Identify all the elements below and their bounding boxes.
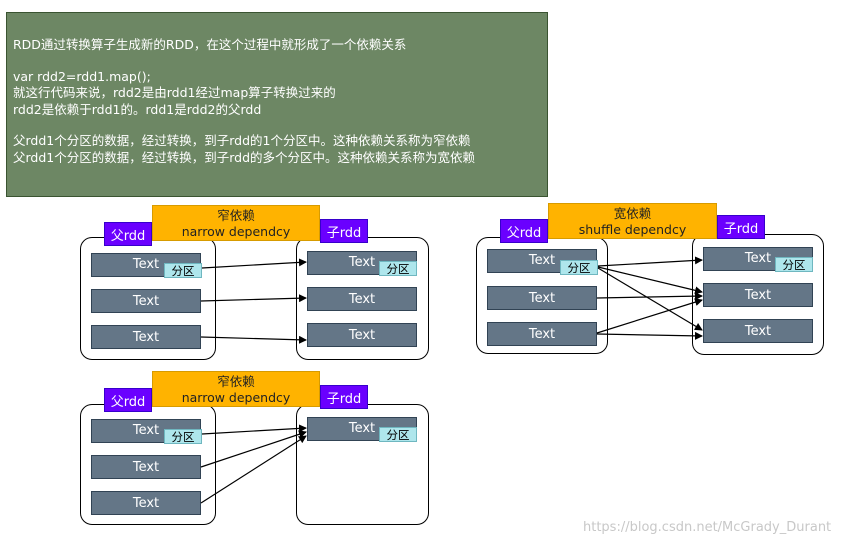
d1-title: 窄依赖 xyxy=(217,208,255,223)
block-label: Text xyxy=(132,423,160,438)
d1-child-tag: 子rdd xyxy=(320,219,368,243)
d2-child-block-3: Text xyxy=(703,319,813,343)
d3-parent-tag: 父rdd xyxy=(104,388,152,412)
d2-arrow-1b xyxy=(597,266,703,295)
d1-parent-block-3: Text xyxy=(91,325,201,349)
d2-arrow-1c xyxy=(597,267,703,331)
d2-parent-tag: 父rdd xyxy=(500,219,548,243)
block-label: Text xyxy=(132,293,160,309)
d3-arrow-2 xyxy=(200,430,307,468)
d1-arrow-2 xyxy=(200,294,307,303)
block-label: Text xyxy=(348,421,376,436)
d1-child-partition: 分区 xyxy=(379,261,417,276)
block-label: Text xyxy=(744,323,772,339)
note-line-4: rdd2是依赖于rdd1的。rdd1是rdd2的父rdd xyxy=(13,101,262,117)
note-line-5: 父rdd1个分区的数据，经过转换，到子rdd的1个分区中。这种依赖关系称为窄依赖 xyxy=(13,133,471,148)
block-label: Text xyxy=(348,327,376,343)
d3-title: 窄依赖 xyxy=(217,374,255,389)
d2-parent-partition: 分区 xyxy=(560,260,598,275)
d3-parent-block-3: Text xyxy=(91,491,201,515)
block-label: Text xyxy=(348,291,376,307)
d3-parent-block-1: Text xyxy=(91,419,201,443)
d1-parent-partition: 分区 xyxy=(164,263,202,278)
d2-arrow-3b xyxy=(596,331,703,340)
d2-arrow-1a xyxy=(597,256,703,267)
d2-subtitle: shuffle dependcy xyxy=(578,222,687,237)
d1-subtitle: narrow dependcy xyxy=(181,224,291,239)
d2-title: 宽依赖 xyxy=(613,206,652,221)
d1-child-block-2: Text xyxy=(307,287,417,311)
block-label: Text xyxy=(348,255,376,270)
block-label: Text xyxy=(528,290,556,306)
d1-parent-block-2: Text xyxy=(91,289,201,313)
d2-child-partition: 分区 xyxy=(775,257,813,272)
d2-parent-block-3: Text xyxy=(487,322,597,346)
d2-child-tag: 子rdd xyxy=(717,215,765,239)
d1-parent-tag: 父rdd xyxy=(104,222,152,246)
d3-subtitle: narrow dependcy xyxy=(181,390,291,405)
watermark: https://blog.csdn.net/McGrady_Durant xyxy=(583,520,832,535)
d2-arrow-3a xyxy=(596,298,703,334)
block-label: Text xyxy=(132,459,160,475)
d3-parent-partition: 分区 xyxy=(164,429,202,444)
note-line-2: var rdd2=rdd1.map(); xyxy=(13,68,151,84)
d2-parent-block-2: Text xyxy=(487,286,597,310)
block-label: Text xyxy=(528,253,556,268)
note-line-1: RDD通过转换算子生成新的RDD，在这个过程中就形成了一个依赖关系 xyxy=(13,37,407,52)
d3-arrow-1 xyxy=(201,424,307,435)
note-line-3: 就这行代码来说，rdd2是由rdd1经过map算子转换过来的 xyxy=(13,85,336,100)
block-label: Text xyxy=(528,326,556,342)
block-label: Text xyxy=(744,287,772,303)
explanation-note: RDD通过转换算子生成新的RDD，在这个过程中就形成了一个依赖关系 var rd… xyxy=(6,12,548,197)
d1-arrow-3 xyxy=(200,335,307,344)
d2-parent-block-1: Text xyxy=(487,249,597,273)
block-label: Text xyxy=(132,329,160,345)
d2-banner: 宽依赖 shuffle dependcy xyxy=(548,203,717,239)
d2-child-block-2: Text xyxy=(703,283,813,307)
d3-parent-block-2: Text xyxy=(91,455,201,479)
d3-arrow-3 xyxy=(200,435,307,504)
d1-child-block-3: Text xyxy=(307,323,417,347)
block-label: Text xyxy=(132,495,160,511)
d3-child-partition: 分区 xyxy=(379,427,417,442)
d1-banner: 窄依赖 narrow dependcy xyxy=(152,205,320,241)
d2-arrow-2a xyxy=(596,292,703,301)
block-label: Text xyxy=(744,251,772,266)
block-label: Text xyxy=(132,257,160,272)
d3-banner: 窄依赖 narrow dependcy xyxy=(152,371,320,407)
note-line-6: 父rdd1个分区的数据，经过转换，到子rdd的多个分区中。这种依赖关系称为宽依赖 xyxy=(13,149,476,165)
d1-arrow-1 xyxy=(201,258,307,269)
d3-child-tag: 子rdd xyxy=(320,385,368,409)
